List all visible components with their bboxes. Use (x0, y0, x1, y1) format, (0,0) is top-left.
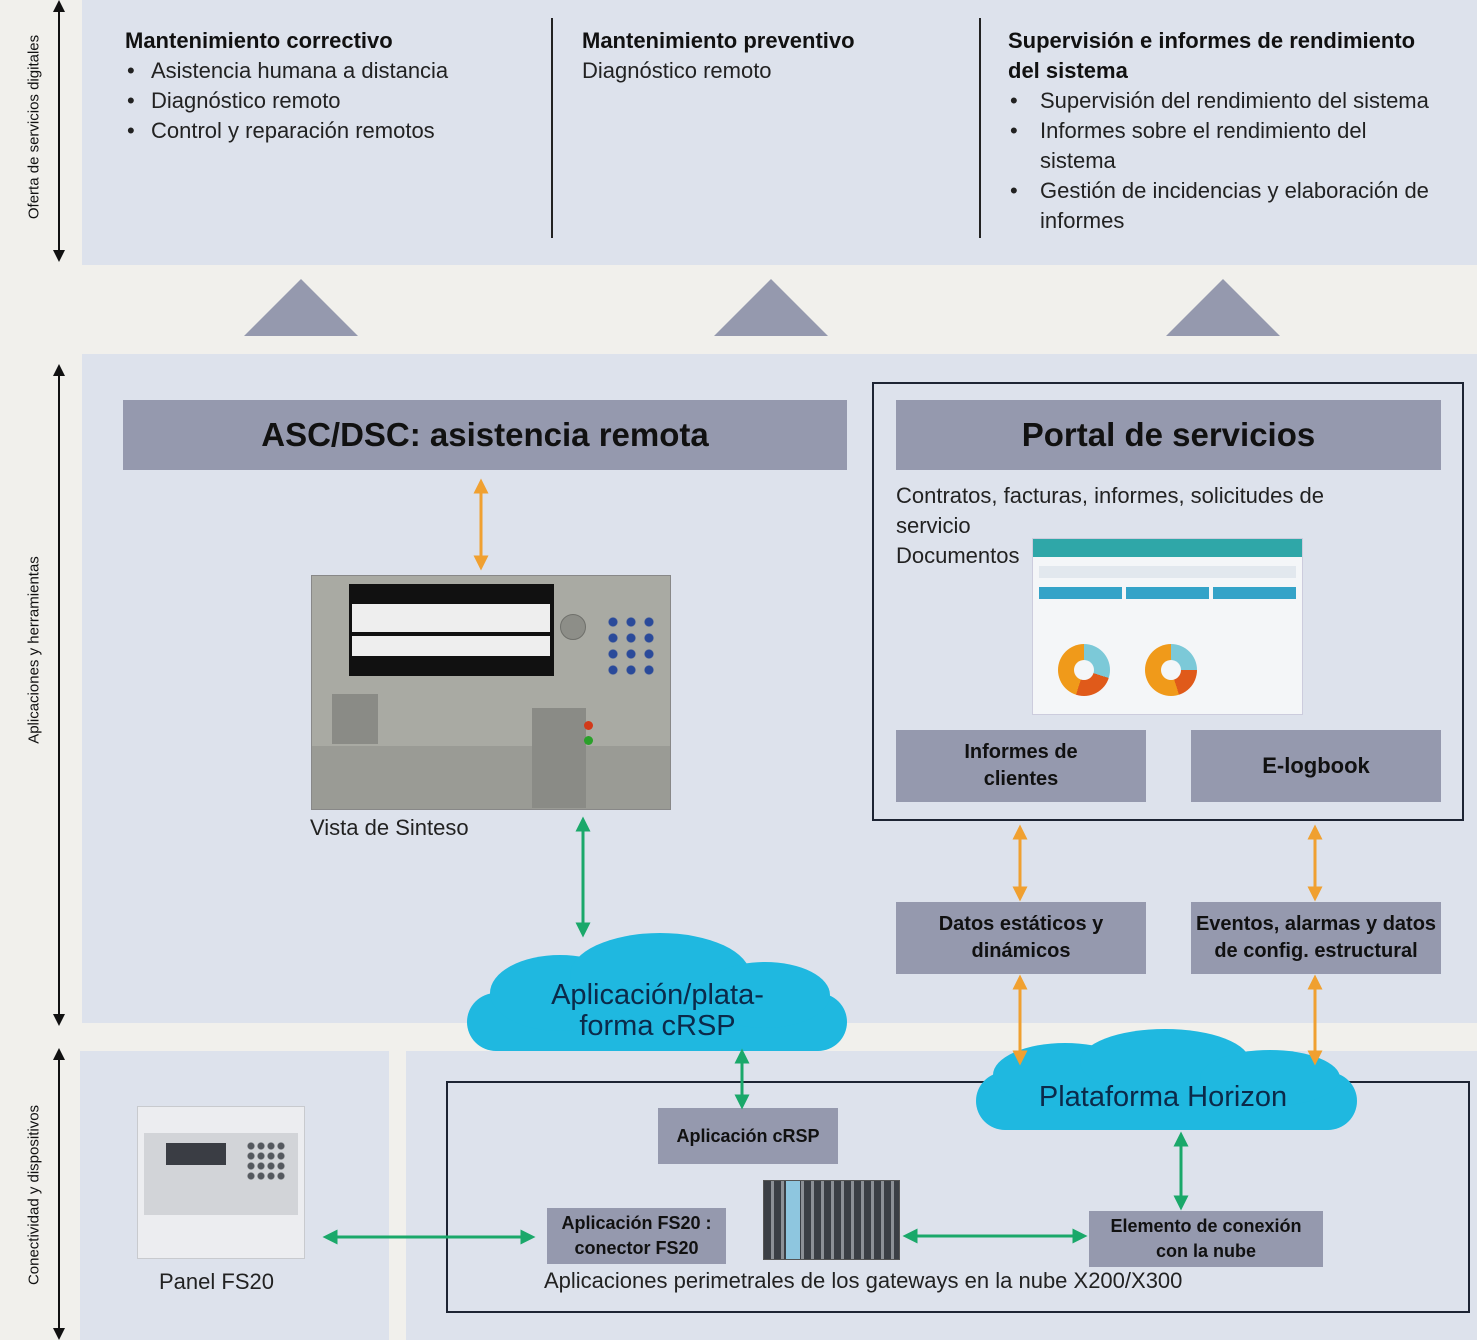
dial-icon (560, 614, 586, 640)
portal-description: Contratos, facturas, informes, solicitud… (896, 483, 1324, 508)
service-preventive-subtitle: Diagnóstico remoto (582, 58, 772, 83)
static-data-label-cont: dinámicos (971, 940, 1071, 962)
elogbook-label: E-logbook (1262, 753, 1370, 778)
service-preventive-title: Mantenimiento preventivo (582, 28, 855, 53)
cloud-connector-box: Elemento de conexión con la nube (1089, 1211, 1323, 1267)
fs20-connector-label: Aplicación FS20 : (561, 1213, 712, 1233)
keypad-icon (246, 1141, 286, 1181)
donut-chart-icon (1145, 644, 1197, 696)
portal-documents: Documentos (896, 543, 1020, 568)
cloud-connector-label: Elemento de conexión (1110, 1216, 1302, 1236)
static-data-box: Datos estáticos y dinámicos (896, 902, 1146, 974)
portal-title-box: Portal de servicios (896, 400, 1441, 470)
list-item: Gestión de incidencias y elaboración de i… (1008, 176, 1473, 236)
portal-screenshot (1032, 538, 1303, 715)
list-item: Supervisión del rendimiento del sistema (1008, 86, 1473, 116)
crsp-cloud-label-line1: Aplicación/plata- (551, 979, 764, 1011)
client-reports-box: Informes de clientes (896, 730, 1146, 802)
crsp-cloud (467, 933, 847, 1051)
list-item-text: Gestión de incidencias y elaboración de (1040, 178, 1429, 203)
gateway-frame (446, 1081, 1470, 1313)
service-corrective-title: Mantenimiento correctivo (125, 28, 393, 53)
sinteso-caption: Vista de Sinteso (310, 815, 469, 840)
up-triangle (244, 279, 358, 336)
list-item-text: Informes sobre el rendimiento del (1040, 118, 1367, 143)
status-led-icon (584, 721, 593, 730)
client-reports-label-cont: clientes (983, 768, 1059, 790)
gateway-caption: Aplicaciones perimetrales de los gateway… (544, 1268, 1183, 1293)
client-reports-label: Informes de (964, 741, 1078, 763)
gateway-device-image (763, 1180, 900, 1260)
horizon-cloud-label: Plataforma Horizon (1038, 1081, 1288, 1113)
events-data-label-cont: de config. estructural (1214, 940, 1418, 962)
list-item: Informes sobre el rendimiento del sistema (1008, 116, 1473, 176)
service-corrective: Mantenimiento correctivo Asistencia huma… (125, 26, 545, 146)
portal-description-cont: servicio (896, 513, 971, 538)
list-item: Diagnóstico remoto (125, 86, 545, 116)
portal-frame (872, 382, 1464, 821)
crsp-app-label: Aplicación cRSP (676, 1125, 820, 1146)
list-item: Control y reparación remotos (125, 116, 545, 146)
keypad-icon (604, 614, 658, 676)
list-item-text: sistema (1040, 148, 1116, 173)
asc-title: ASC/DSC: asistencia remota (261, 416, 709, 453)
fs20-panel-caption: Panel FS20 (159, 1269, 274, 1294)
sinteso-display (349, 584, 554, 676)
fs20-panel-image (137, 1106, 305, 1259)
events-data-label: Eventos, alarmas y datos (1195, 913, 1437, 935)
up-triangle (1166, 279, 1280, 336)
service-monitoring-title: Supervisión e informes de rendimiento (1008, 28, 1416, 53)
sinteso-screenshot (311, 575, 671, 810)
cloud-connector-label-cont: con la nube (1155, 1241, 1256, 1261)
horizon-cloud (976, 1029, 1357, 1130)
up-triangle (714, 279, 828, 336)
crsp-app-box: Aplicación cRSP (658, 1108, 838, 1164)
elogbook-box: E-logbook (1191, 730, 1441, 802)
list-item-text: informes (1040, 208, 1125, 233)
service-preventive: Mantenimiento preventivo Diagnóstico rem… (582, 26, 962, 86)
crsp-cloud-label-line2: forma cRSP (579, 1010, 736, 1042)
list-item: Asistencia humana a distancia (125, 56, 545, 86)
asc-title-box: ASC/DSC: asistencia remota (123, 400, 847, 470)
status-led-icon (584, 736, 593, 745)
service-monitoring: Supervisión e informes de rendimiento de… (1008, 26, 1473, 236)
events-data-box: Eventos, alarmas y datos de config. estr… (1191, 902, 1441, 974)
crsp-cloud-label: Aplicación/plata- forma cRSP (500, 980, 815, 1042)
column-divider (979, 18, 981, 238)
fs20-connector-label-cont: conector FS20 (574, 1238, 699, 1258)
column-divider (551, 18, 553, 238)
donut-chart-icon (1058, 644, 1110, 696)
static-data-label: Datos estáticos y (938, 913, 1104, 935)
service-monitoring-title-cont: del sistema (1008, 58, 1128, 83)
fs20-connector-box: Aplicación FS20 : conector FS20 (547, 1208, 726, 1264)
portal-title: Portal de servicios (1021, 416, 1316, 453)
